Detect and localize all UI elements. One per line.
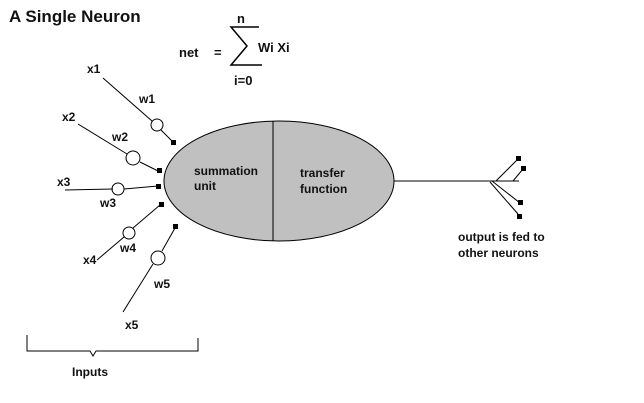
neuron-body: summation unit transfer function (163, 120, 395, 242)
output-label-line2: other neurons (458, 246, 539, 260)
input-3: x3 w3 (57, 175, 161, 210)
weight-label: w5 (153, 277, 170, 291)
weight-node-icon (150, 250, 166, 266)
input-line (102, 77, 153, 122)
formula-equals: = (214, 45, 222, 60)
formula-upper-limit: n (237, 11, 245, 26)
summation-unit-label-line1: summation (194, 164, 258, 178)
output-branch (495, 158, 519, 182)
connection-terminal-icon (156, 184, 161, 189)
input-x-label: x3 (57, 175, 71, 189)
weight-label: w3 (99, 196, 116, 210)
output-axon: output is fed to other neurons (394, 156, 545, 260)
input-4: x4 w4 (83, 202, 164, 267)
output-branch (489, 181, 519, 215)
formula-lower-limit: i=0 (234, 73, 252, 88)
connection-terminal-icon (159, 202, 164, 207)
inputs-brace: Inputs (26, 335, 199, 379)
input-line (77, 123, 128, 155)
weight-node-icon (111, 182, 125, 196)
input-1: x1 w1 (87, 62, 176, 145)
weight-node-icon (125, 150, 141, 166)
weight-node-icon (150, 118, 164, 132)
formula-term: Wi Xi (258, 40, 290, 55)
formula-lhs: net (179, 45, 199, 60)
transfer-function-label-line1: transfer (300, 166, 345, 180)
output-terminal-icon (521, 166, 526, 171)
input-x-label: x5 (125, 318, 139, 332)
input-x-label: x2 (62, 110, 76, 124)
input-line (123, 185, 159, 190)
input-line (96, 236, 125, 261)
inputs-brace-label: Inputs (72, 365, 108, 379)
brace-icon (26, 335, 199, 357)
output-label-line1: output is fed to (458, 230, 545, 244)
transfer-function-label-line2: function (300, 182, 347, 196)
weight-label: w1 (138, 92, 155, 106)
connection-terminal-icon (173, 224, 178, 229)
input-2: x2 w2 (62, 110, 162, 173)
connection-terminal-icon (171, 140, 176, 145)
summation-unit-label-line2: unit (194, 179, 216, 193)
input-5: x5 w5 (122, 224, 178, 332)
input-line (139, 161, 159, 172)
input-x-label: x1 (87, 62, 101, 76)
sigma-summation-icon (229, 26, 262, 66)
weight-label: w4 (119, 241, 136, 255)
net-formula: net = n Wi Xi i=0 (179, 11, 290, 88)
input-x-label: x4 (83, 253, 97, 267)
connection-terminal-icon (157, 168, 162, 173)
input-line (132, 204, 161, 229)
weight-node-icon (122, 226, 136, 240)
output-terminal-icon (518, 200, 523, 205)
input-line (64, 188, 114, 191)
input-line (122, 263, 154, 313)
diagram-title: A Single Neuron (9, 7, 141, 26)
input-line (161, 227, 176, 252)
weight-label: w2 (111, 130, 128, 144)
output-terminal-icon (517, 214, 522, 219)
output-branch (491, 180, 521, 204)
output-terminal-icon (516, 156, 521, 161)
